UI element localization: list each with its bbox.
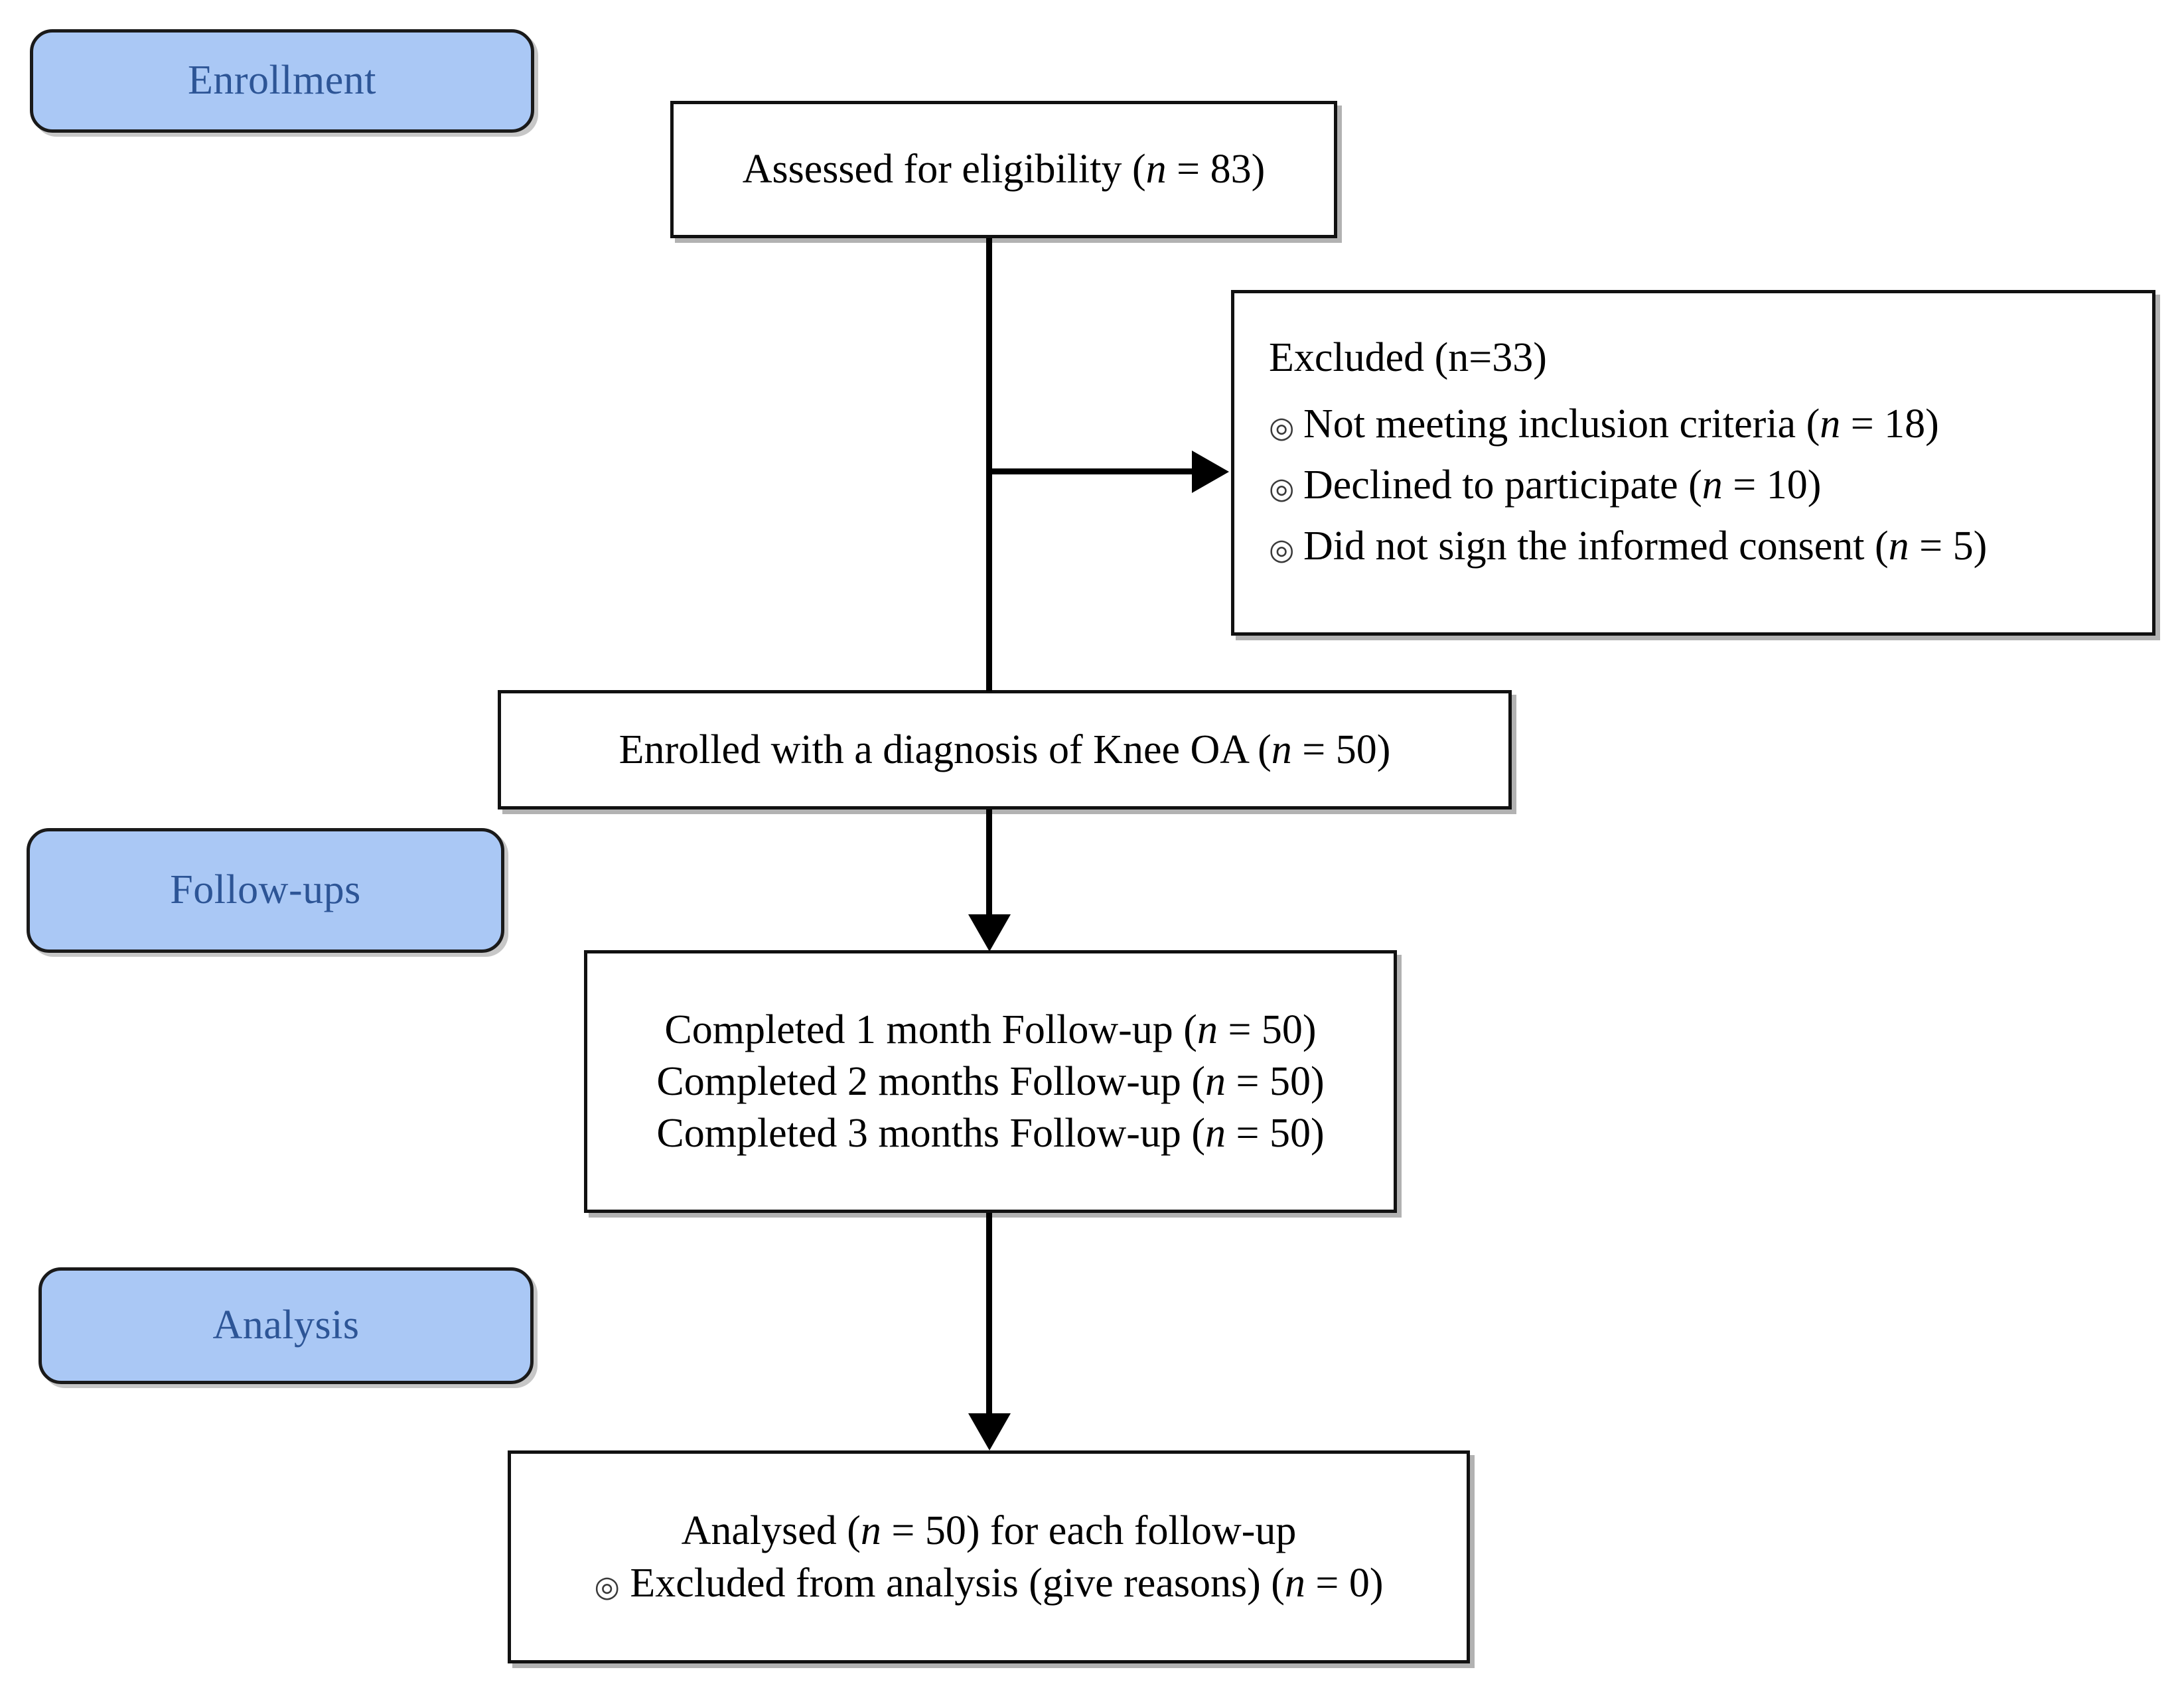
box-excluded: Excluded (n=33) ◎ Not meeting inclusion … — [1231, 290, 2155, 636]
assessed-eligibility-suffix: = 83) — [1166, 147, 1266, 192]
list-item: ◎ Declined to participate (n = 10) — [1269, 464, 2184, 506]
excluded-reason-text: Did not sign the informed consent (n = 5… — [1303, 524, 1988, 569]
excluded-reason-n-symbol: n — [1888, 524, 1909, 569]
arrowhead-to-excluded — [1192, 451, 1229, 493]
excluded-reason-n-symbol: n — [1702, 462, 1723, 508]
stage-badge-follow-ups-label: Follow-ups — [170, 867, 361, 913]
excluded-heading: Excluded (n=33) — [1269, 335, 1547, 380]
spiral-bullet-icon: ◎ — [594, 1570, 620, 1603]
assessed-eligibility-text: Assessed for eligibility (n = 83) — [743, 143, 1266, 195]
excluded-reason-text: Declined to participate (n = 10) — [1303, 462, 1822, 508]
enrolled-n-symbol: n — [1271, 727, 1292, 772]
box-completed-followups: Completed 1 month Follow-up (n = 50) Com… — [584, 950, 1397, 1213]
spiral-bullet-icon: ◎ — [1269, 472, 1295, 506]
box-analysed: Analysed (n = 50) for each follow-up ◎ E… — [508, 1450, 1470, 1663]
stage-badge-enrollment[interactable]: Enrollment — [30, 29, 534, 133]
assessed-eligibility-n-symbol: n — [1145, 147, 1167, 192]
followup-line-1: Completed 1 month Follow-up (n = 50) — [664, 1007, 1317, 1052]
connector-branch-to-excluded — [986, 468, 1193, 474]
followup-3-n-symbol: n — [1205, 1111, 1226, 1157]
arrowhead-to-analysed — [968, 1413, 1011, 1450]
connector-enrolled-to-followups — [986, 809, 992, 917]
assessed-eligibility-prefix: Assessed for eligibility ( — [742, 147, 1146, 192]
excluded-reason-text: Not meeting inclusion criteria (n = 18) — [1303, 401, 1939, 447]
connector-eligibility-to-enrolled — [986, 238, 992, 691]
followup-2-n-symbol: n — [1205, 1058, 1226, 1104]
box-enrolled-knee-oa: Enrolled with a diagnosis of Knee OA (n … — [498, 690, 1512, 809]
stage-badge-analysis-label: Analysis — [212, 1302, 360, 1348]
excluded-reasons-list: ◎ Not meeting inclusion criteria (n = 18… — [1269, 384, 2184, 567]
followup-line-2: Completed 2 months Follow-up (n = 50) — [656, 1058, 1325, 1104]
analysed-n-symbol: n — [860, 1508, 881, 1554]
list-item: ◎ Did not sign the informed consent (n =… — [1269, 526, 2184, 567]
spiral-bullet-icon: ◎ — [1269, 411, 1295, 445]
enrolled-prefix: Enrolled with a diagnosis of Knee OA ( — [619, 727, 1272, 772]
stage-badge-enrollment-label: Enrollment — [188, 58, 376, 104]
analysed-excluded-n-symbol: n — [1284, 1560, 1305, 1606]
enrolled-text: Enrolled with a diagnosis of Knee OA (n … — [619, 724, 1391, 776]
enrolled-suffix: = 50) — [1291, 727, 1391, 772]
excluded-reason-n-symbol: n — [1820, 401, 1841, 447]
spiral-bullet-icon: ◎ — [1269, 533, 1295, 567]
followup-line-3: Completed 3 months Follow-up (n = 50) — [656, 1111, 1325, 1157]
list-item: ◎ Not meeting inclusion criteria (n = 18… — [1269, 403, 2184, 445]
analysed-line-2: ◎ Excluded from analysis (give reasons) … — [594, 1560, 1384, 1606]
arrowhead-to-followups — [968, 914, 1011, 951]
box-assessed-for-eligibility: Assessed for eligibility (n = 83) — [670, 101, 1337, 238]
connector-followups-to-analysed — [986, 1213, 992, 1415]
followup-1-n-symbol: n — [1197, 1007, 1218, 1052]
analysed-line-1: Analysed (n = 50) for each follow-up — [681, 1508, 1297, 1554]
stage-badge-follow-ups[interactable]: Follow-ups — [27, 828, 504, 953]
stage-badge-analysis[interactable]: Analysis — [38, 1267, 534, 1384]
